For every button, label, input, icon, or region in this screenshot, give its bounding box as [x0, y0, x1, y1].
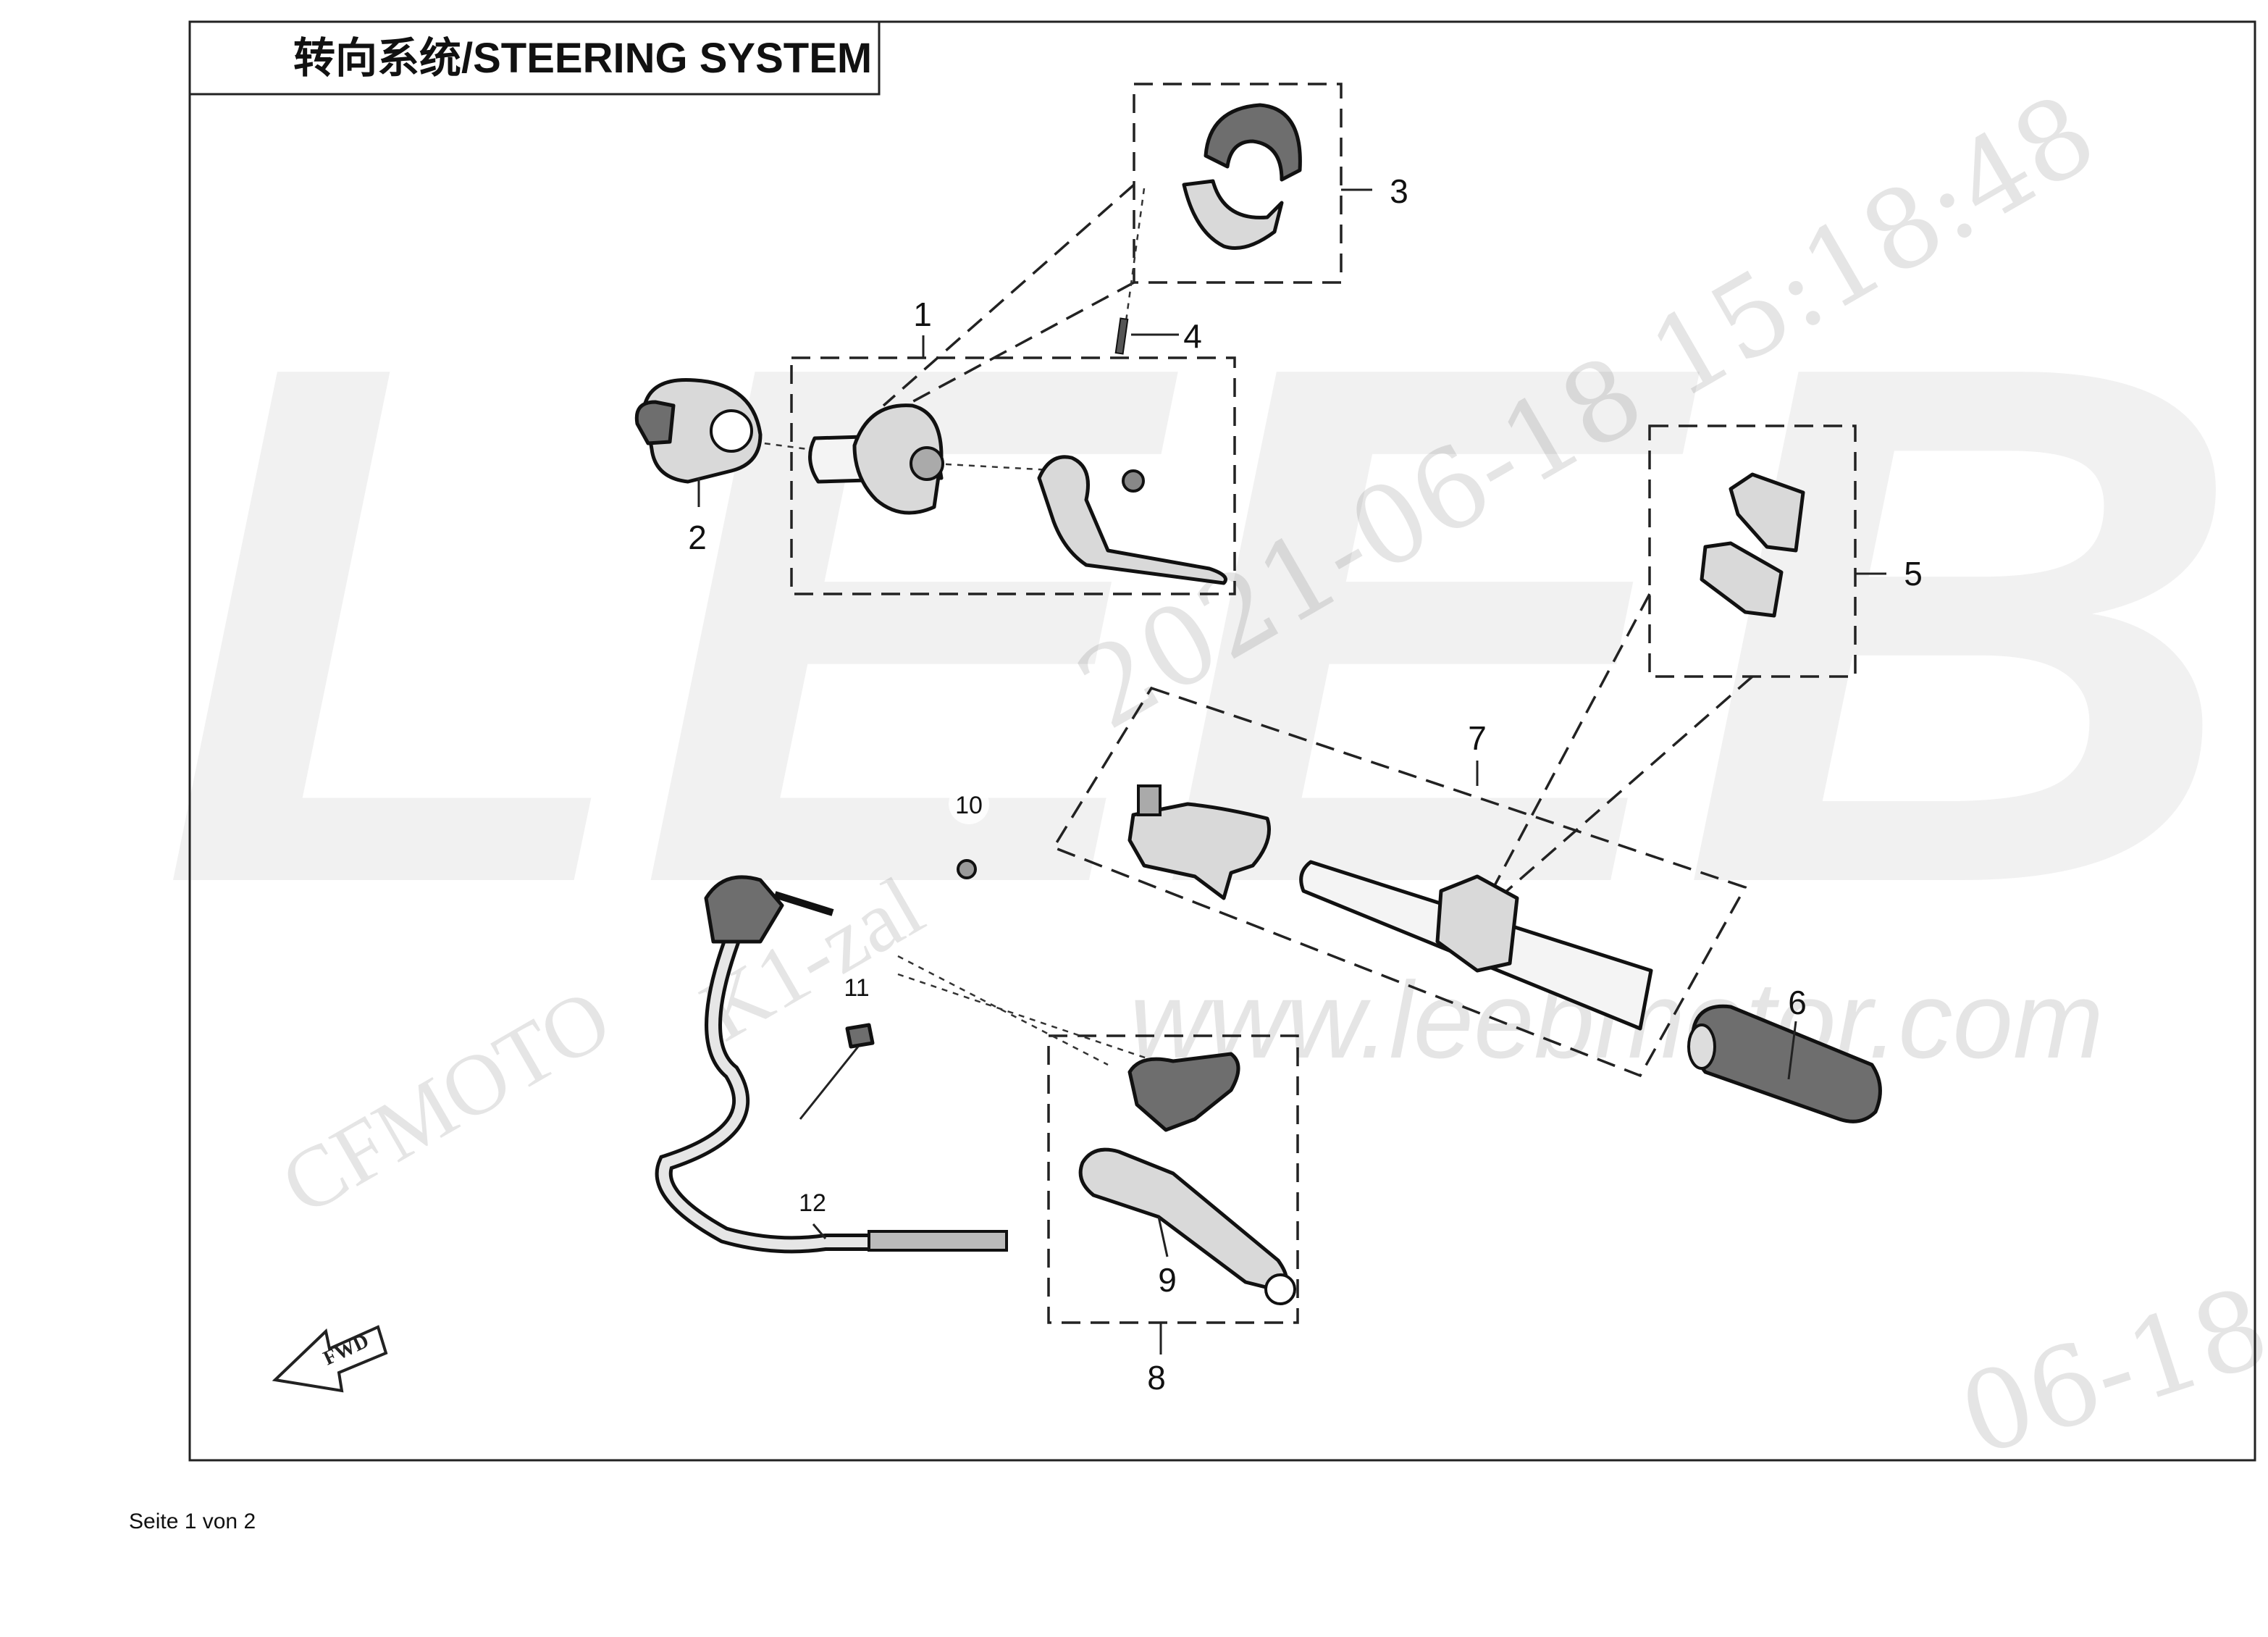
callout-6: 6 [1788, 984, 1807, 1021]
part-8-clutch-assembly [1078, 1052, 1296, 1305]
callout-5: 5 [1904, 555, 1923, 593]
cable-sheath [658, 937, 881, 1250]
leader-9 [1157, 1216, 1169, 1257]
switch-upper-half [1729, 472, 1805, 553]
part-1-throttle-assembly [808, 403, 1227, 585]
part-2-switch-assembly [634, 377, 763, 484]
callout-4: 4 [1183, 317, 1202, 355]
switch-button [634, 400, 676, 445]
throttle-lever [1037, 455, 1227, 585]
leader-11 [799, 1046, 860, 1120]
watermark-date-fragment: 06-18 [1946, 1264, 2268, 1481]
part-7-handlebar-assembly [1127, 784, 1653, 1031]
housing-lower-half [1182, 179, 1284, 250]
axis-line-4 [1121, 188, 1146, 348]
part-3-switch-housing [1182, 103, 1302, 250]
diagram-frame [188, 20, 2256, 1462]
axis-line-cable [897, 955, 1109, 1066]
callout-labels: 1 2 3 4 5 6 7 8 9 10 11 12 [688, 172, 1923, 1397]
callout-10: 10 [955, 792, 983, 819]
cable-adjuster [868, 1230, 1008, 1252]
grip-end [1687, 1023, 1716, 1070]
callout-2: 2 [688, 519, 707, 556]
group-boxes [790, 83, 1857, 1324]
clutch-perch [1127, 1052, 1240, 1132]
handlebar-clamp [1127, 802, 1271, 900]
callout-leaders [697, 188, 1886, 1355]
callout-8: 8 [1147, 1359, 1166, 1397]
callout-3: 3 [1390, 172, 1408, 210]
connector-5-to-7-lower [1501, 675, 1754, 896]
callout-11: 11 [844, 974, 869, 1002]
part-4-screw [1114, 317, 1129, 355]
fwd-arrow: FWD [272, 1325, 388, 1393]
lever-ball-end [1264, 1273, 1296, 1305]
switch-mount [1435, 874, 1519, 973]
group-box-3 [1133, 83, 1343, 284]
title-box [188, 20, 881, 96]
axis-line-10-to-8 [897, 973, 1188, 1073]
cable-boot [704, 875, 784, 944]
page-footer: Seite 1 von 2 [129, 1510, 256, 1533]
connector-3-to-1 [882, 183, 1135, 407]
group-box-7 [1051, 686, 1747, 1078]
callout-7: 7 [1468, 719, 1487, 757]
switch-lower-half [1700, 541, 1784, 618]
callout-9: 9 [1158, 1261, 1177, 1299]
part-12-clutch-cable [655, 859, 1008, 1254]
lever-nut [1122, 469, 1145, 493]
clamp-bolt [1137, 784, 1162, 816]
part-6-grip [1687, 1004, 1882, 1123]
part-11-clip [845, 1023, 875, 1049]
callout-12: 12 [799, 1189, 826, 1217]
housing-upper-half [1204, 103, 1302, 182]
cable-end [773, 891, 834, 916]
watermark-brand: LEEB [159, 212, 2245, 1037]
leader-6 [1787, 1021, 1797, 1080]
part-9-clutch-lever [1078, 1147, 1288, 1291]
connector-3-to-1-lower [904, 281, 1135, 407]
part-5-switch-halves [1700, 472, 1805, 618]
fwd-arrow-shape [272, 1325, 388, 1393]
throttle-cap [910, 446, 944, 481]
part-10-nut [957, 859, 977, 879]
callout-10-bg [949, 784, 989, 824]
callout-1: 1 [913, 296, 932, 333]
page-title: 转向系统/STEERING SYSTEM [293, 35, 872, 82]
group-box-1 [790, 356, 1236, 595]
group-box-8 [1047, 1034, 1299, 1324]
leader-12 [812, 1223, 827, 1239]
switch-bore [710, 409, 753, 453]
